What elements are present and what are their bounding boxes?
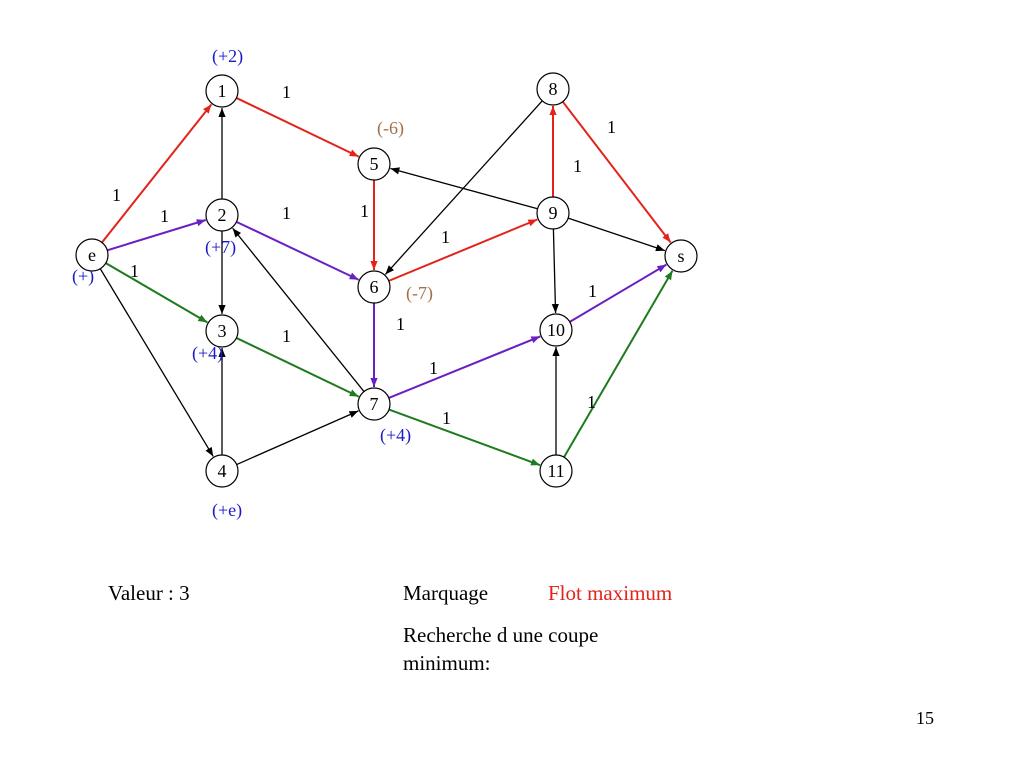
marking-label-1: (+2) xyxy=(212,46,243,67)
node-label-7: 7 xyxy=(370,394,379,414)
node-label-8: 8 xyxy=(549,79,558,99)
edge-7-10 xyxy=(388,335,541,399)
edge-1-5 xyxy=(235,97,360,158)
edge-3-7 xyxy=(235,337,360,398)
edge-capacity-label-9-8: 1 xyxy=(573,156,582,176)
node-circle-3 xyxy=(205,314,239,348)
node-e: e xyxy=(75,238,109,272)
node-label-6: 6 xyxy=(370,277,379,297)
min-cut-heading-line2: minimum: xyxy=(403,651,491,675)
node-label-3: 3 xyxy=(218,321,227,341)
node-label-1: 1 xyxy=(218,81,227,101)
node-label-10: 10 xyxy=(547,320,565,340)
node-1: 1 xyxy=(205,74,239,108)
node-label-e: e xyxy=(88,245,96,265)
flow-value-text: Valeur : 3 xyxy=(108,581,190,605)
edge-capacity-label-1-5: 1 xyxy=(282,82,291,102)
edge-capacity-label-e-2: 1 xyxy=(160,206,169,226)
node-circle-9 xyxy=(536,196,570,230)
edge-e-3 xyxy=(105,262,208,324)
edge-capacity-label-5-6: 1 xyxy=(360,201,369,221)
marking-label-3: (+4) xyxy=(192,343,223,364)
edge-8-s xyxy=(561,101,672,244)
edge-capacity-label-e-1: 1 xyxy=(112,185,121,205)
edge-10-s xyxy=(569,263,667,323)
edge-4-7 xyxy=(236,410,359,466)
node-6: 6 xyxy=(357,270,391,304)
edge-9-10 xyxy=(551,228,559,314)
node-circle-e xyxy=(75,238,109,272)
edge-7-11 xyxy=(388,408,541,467)
node-label-4: 4 xyxy=(218,461,227,481)
node-5: 5 xyxy=(357,147,391,181)
edge-capacity-label-2-6: 1 xyxy=(282,203,291,223)
node-circle-6 xyxy=(357,270,391,304)
node-8: 8 xyxy=(536,72,570,106)
edge-capacity-label-7-11: 1 xyxy=(442,408,451,428)
edge-capacity-label-8-s: 1 xyxy=(607,117,616,137)
node-11: 11 xyxy=(539,454,573,488)
node-circle-4 xyxy=(205,454,239,488)
node-circle-5 xyxy=(357,147,391,181)
marking-label-5: (-6) xyxy=(377,118,404,139)
flot-maximum-label: Flot maximum xyxy=(548,581,673,605)
node-s: s xyxy=(664,239,698,273)
marking-label-7: (+4) xyxy=(380,425,411,446)
node-circle-10 xyxy=(539,313,573,347)
min-cut-heading-line1: Recherche d une coupe xyxy=(403,623,599,647)
edge-e-2 xyxy=(106,219,207,252)
edge-capacity-label-10-s: 1 xyxy=(588,281,597,301)
marking-label-e: (+) xyxy=(72,266,94,287)
edge-7-2 xyxy=(232,227,365,392)
node-label-5: 5 xyxy=(370,154,379,174)
marquage-label: Marquage xyxy=(403,581,489,605)
node-label-11: 11 xyxy=(547,461,564,481)
marking-label-4: (+e) xyxy=(212,500,242,521)
node-label-2: 2 xyxy=(218,205,227,225)
node-label-s: s xyxy=(677,246,684,266)
edge-8-6 xyxy=(384,100,543,275)
node-label-9: 9 xyxy=(549,203,558,223)
edge-11-s xyxy=(563,270,674,458)
edge-capacity-label-7-10: 1 xyxy=(429,358,438,378)
node-circle-7 xyxy=(357,387,391,421)
edge-capacity-label-3-7: 1 xyxy=(282,326,291,346)
edge-e-1 xyxy=(101,103,213,244)
edge-e-4 xyxy=(99,268,214,457)
node-circle-1 xyxy=(205,74,239,108)
node-3: 3 xyxy=(205,314,239,348)
node-circle-8 xyxy=(536,72,570,106)
edge-9-s xyxy=(567,217,666,252)
node-circle-11 xyxy=(539,454,573,488)
node-7: 7 xyxy=(357,387,391,421)
edge-2-6 xyxy=(236,220,360,281)
page-number: 15 xyxy=(916,708,934,728)
edge-9-5 xyxy=(390,167,538,210)
node-9: 9 xyxy=(536,196,570,230)
node-10: 10 xyxy=(539,313,573,347)
node-circle-2 xyxy=(205,198,239,232)
node-2: 2 xyxy=(205,198,239,232)
edges-layer xyxy=(99,97,674,467)
edge-capacity-label-6-9: 1 xyxy=(441,227,450,247)
marks-layer: (+2) (+7) (+) (+4) (+e) (+4) (-6) (-7) xyxy=(72,46,433,521)
edge-labels-layer: 1 1 1 1 1 1 1 1 1 1 1 1 1 1 1 xyxy=(112,82,616,428)
edge-capacity-label-e-3: 1 xyxy=(130,261,139,281)
edge-capacity-label-6-7: 1 xyxy=(396,314,405,334)
node-4: 4 xyxy=(205,454,239,488)
edge-capacity-label-11-s: 1 xyxy=(587,392,596,412)
marking-label-6: (-7) xyxy=(406,283,433,304)
edge-6-9 xyxy=(388,218,538,282)
marking-label-2: (+7) xyxy=(205,237,236,258)
node-circle-s xyxy=(664,239,698,273)
